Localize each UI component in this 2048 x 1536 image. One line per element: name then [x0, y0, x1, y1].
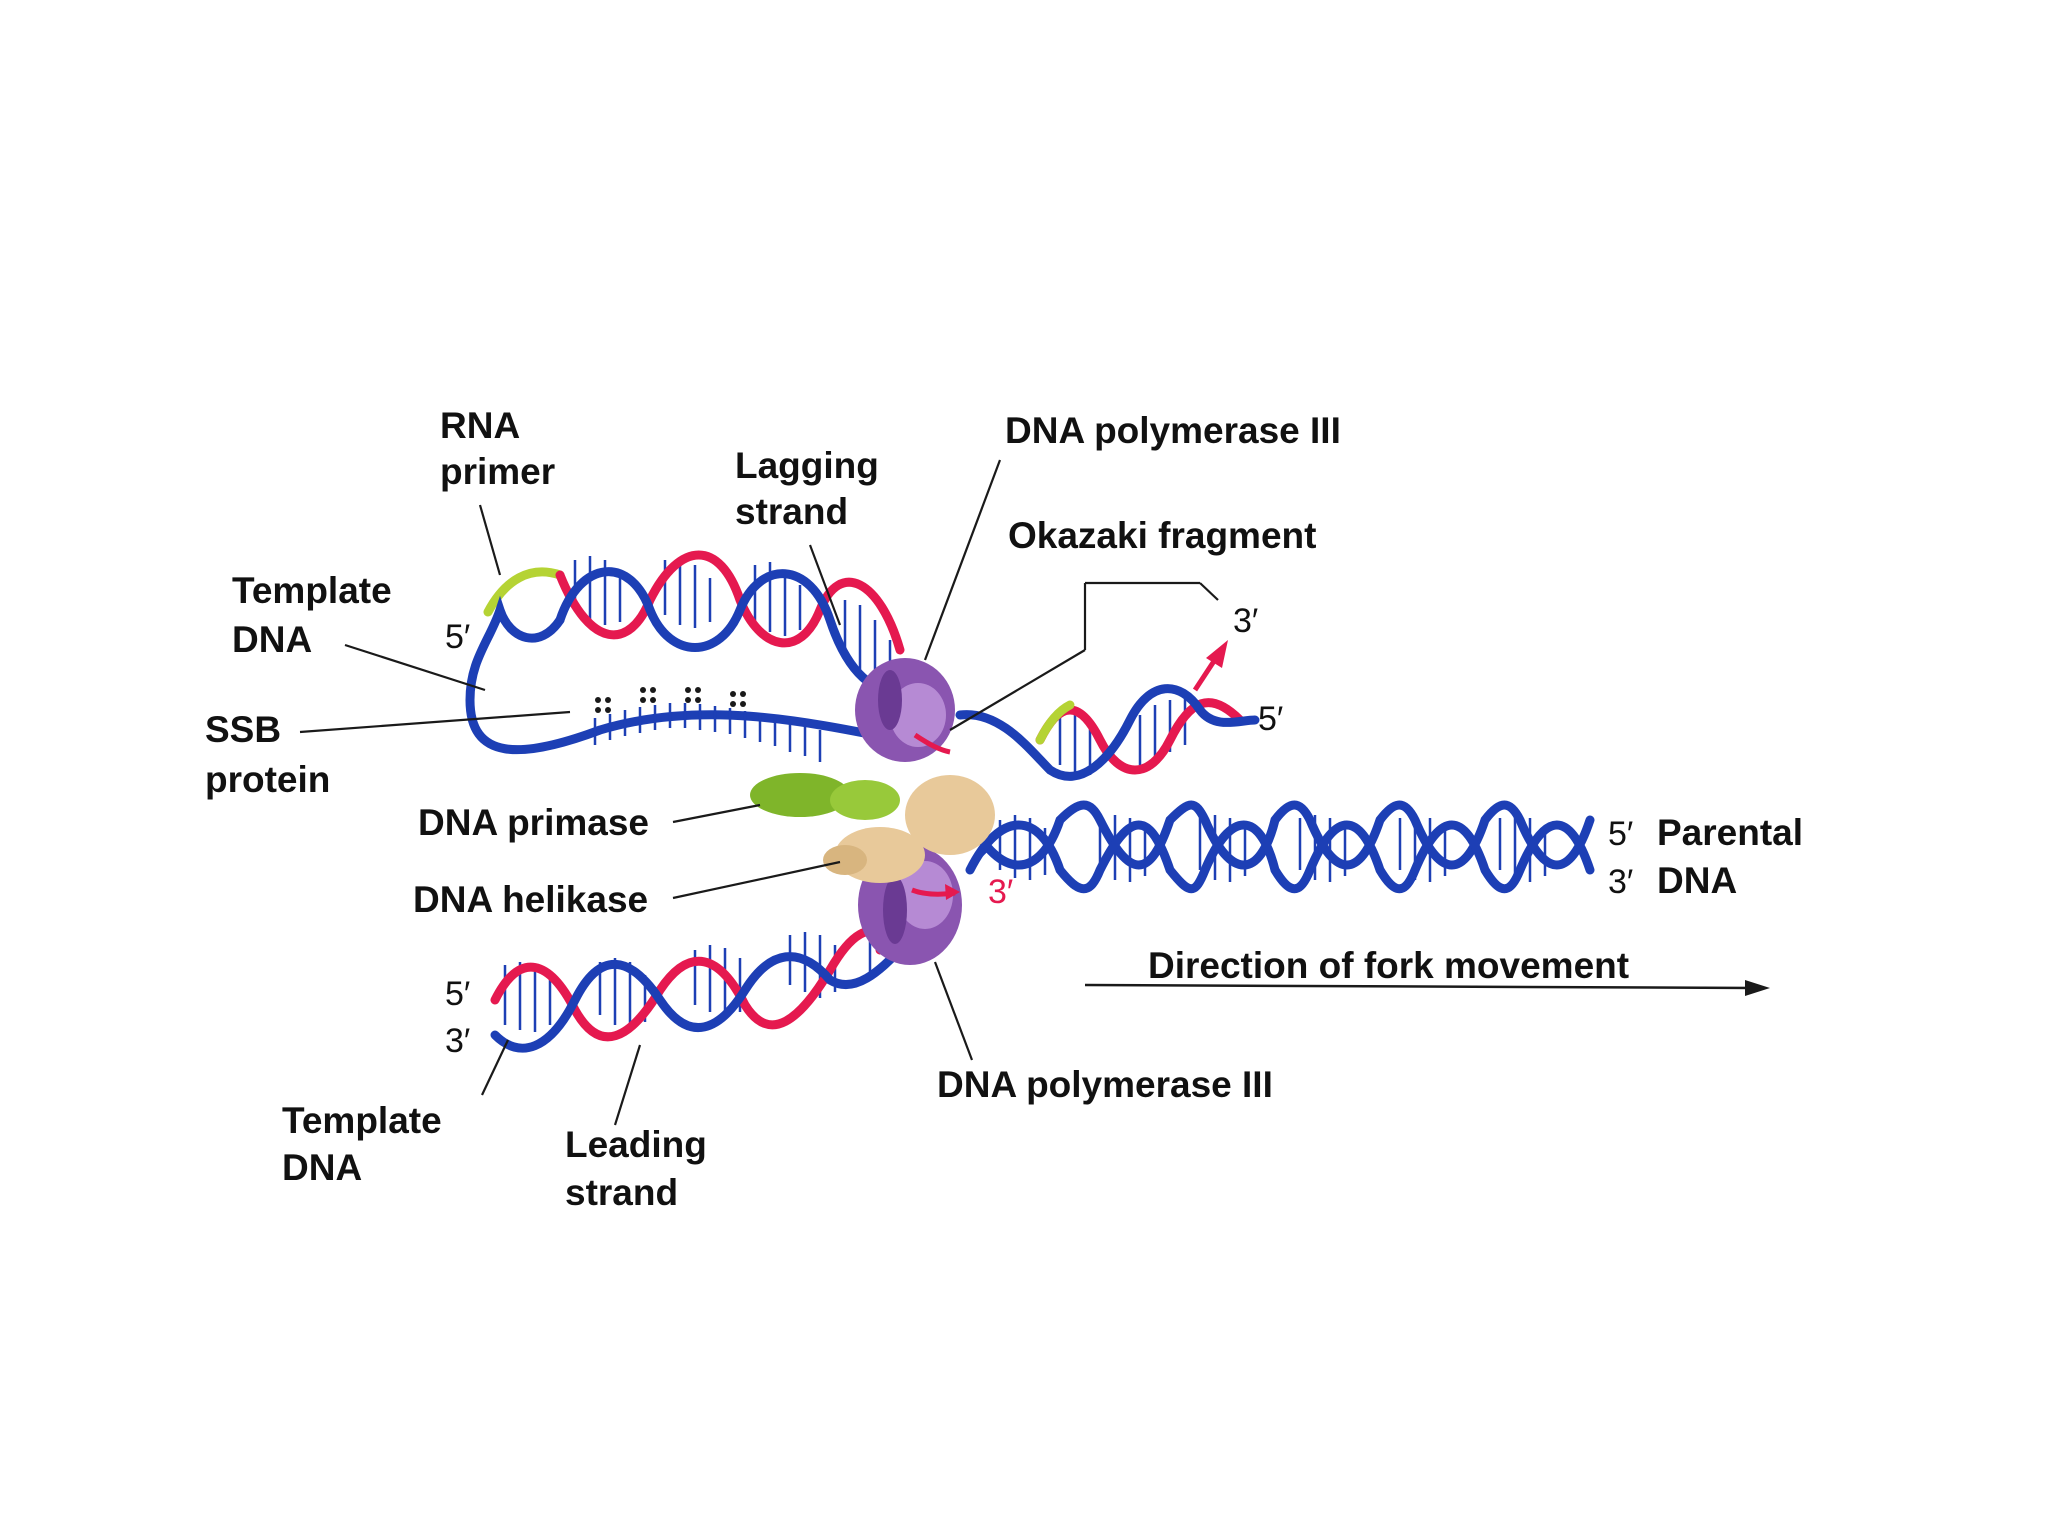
label-direction-of-fork-movement: Direction of fork movement	[1148, 945, 1629, 986]
ssb-dots	[595, 687, 746, 713]
dna-helikase	[823, 775, 995, 883]
label-template-dna-top-1: Template	[232, 570, 392, 611]
label-dna-primase: DNA primase	[418, 802, 649, 843]
label-lagging-strand-1: Lagging	[735, 445, 879, 486]
dna-polymerase-top	[855, 658, 955, 762]
ssb-proteins	[593, 703, 822, 762]
leader-lines	[299, 459, 1219, 1126]
synthesis-arrow-icon	[1206, 640, 1228, 668]
fork-direction-arrow-icon	[1084, 980, 1770, 996]
leading-template-strand	[490, 945, 905, 1053]
label-ssb-protein-1: SSB	[205, 709, 281, 750]
label-lagging-strand-2: strand	[735, 491, 848, 532]
label-template-dna-bottom-1: Template	[282, 1100, 442, 1141]
label-rna-primer-2: primer	[440, 451, 555, 492]
label-dna-helikase: DNA helikase	[413, 879, 648, 920]
label-rna-primer-1: RNA	[440, 405, 520, 446]
template-loop	[465, 595, 905, 755]
lagging-strand-helix	[465, 550, 925, 755]
label-leading-strand-1: Leading	[565, 1124, 707, 1165]
end-label-fork-3: 3′	[988, 873, 1013, 911]
end-label-okazaki-5: 5′	[1258, 700, 1283, 738]
end-label-bottom-3: 3′	[445, 1022, 470, 1060]
end-label-okazaki-3: 3′	[1233, 602, 1258, 640]
end-label-bottom-5: 5′	[445, 975, 470, 1013]
end-label-parental-5: 5′	[1608, 815, 1633, 853]
rna-primer-strand	[483, 567, 565, 617]
okazaki-template-strand	[955, 684, 1260, 781]
label-template-dna-bottom-2: DNA	[282, 1147, 362, 1188]
label-leading-strand-2: strand	[565, 1172, 678, 1213]
parental-strand-b	[965, 820, 1595, 894]
label-parental-dna-2: DNA	[1657, 860, 1737, 901]
label-parental-dna-1: Parental	[1657, 812, 1803, 853]
label-dna-polymerase-top: DNA polymerase III	[1005, 410, 1341, 451]
okazaki-fragment-helix	[955, 640, 1260, 781]
leading-new-strand	[490, 926, 895, 1042]
synthesis-arrow-top	[913, 732, 951, 755]
end-label-top-left-5: 5′	[445, 618, 470, 656]
label-dna-polymerase-bottom: DNA polymerase III	[937, 1064, 1273, 1105]
label-template-dna-top-2: DNA	[232, 619, 312, 660]
label-ssb-protein-2: protein	[205, 759, 330, 800]
dna-primase	[750, 773, 900, 820]
label-okazaki-fragment: Okazaki fragment	[1008, 515, 1316, 556]
end-label-parental-3: 3′	[1608, 863, 1633, 901]
parental-dna-helix	[965, 800, 1595, 894]
parental-strand-a	[965, 800, 1595, 870]
lagging-template-strand	[555, 567, 925, 697]
